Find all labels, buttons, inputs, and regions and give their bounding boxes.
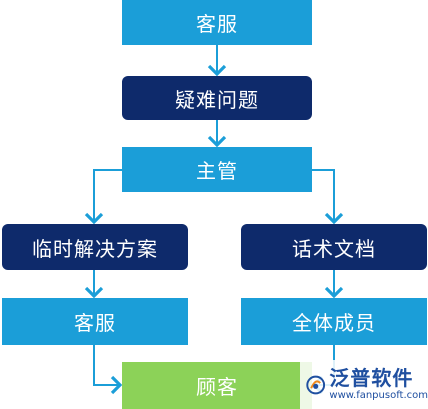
arrow-cs-to-customer	[93, 345, 123, 395]
node-manager: 主管	[122, 147, 312, 192]
node-customer-service-top: 客服	[122, 0, 312, 45]
node-label: 临时解决方案	[32, 236, 158, 261]
logo-mark-icon	[306, 375, 326, 394]
node-label: 客服	[74, 311, 116, 335]
logo-url: www.fanpusoft.com	[329, 390, 428, 401]
node-customer-service-bottom: 客服	[2, 298, 188, 345]
logo-name: 泛普软件	[329, 366, 414, 390]
node-label: 顾客	[196, 375, 238, 399]
node-label: 主管	[196, 159, 238, 183]
brand-logo: 泛普软件 www.fanpusoft.com	[300, 360, 428, 409]
node-label: 客服	[196, 12, 238, 36]
node-all-members: 全体成员	[241, 298, 427, 345]
logo-text: 泛普软件 www.fanpusoft.com	[329, 368, 428, 401]
node-difficult-issue: 疑难问题	[122, 76, 312, 120]
node-customer: 顾客	[122, 362, 312, 409]
node-temporary-solution: 临时解决方案	[2, 224, 188, 270]
arrow-manager-to-script	[312, 169, 344, 225]
node-label: 疑难问题	[175, 87, 259, 112]
arrow-manager-to-temporary	[84, 169, 122, 225]
node-label: 话术文档	[292, 236, 376, 261]
node-label: 全体成员	[292, 311, 376, 335]
node-script-document: 话术文档	[241, 224, 427, 270]
